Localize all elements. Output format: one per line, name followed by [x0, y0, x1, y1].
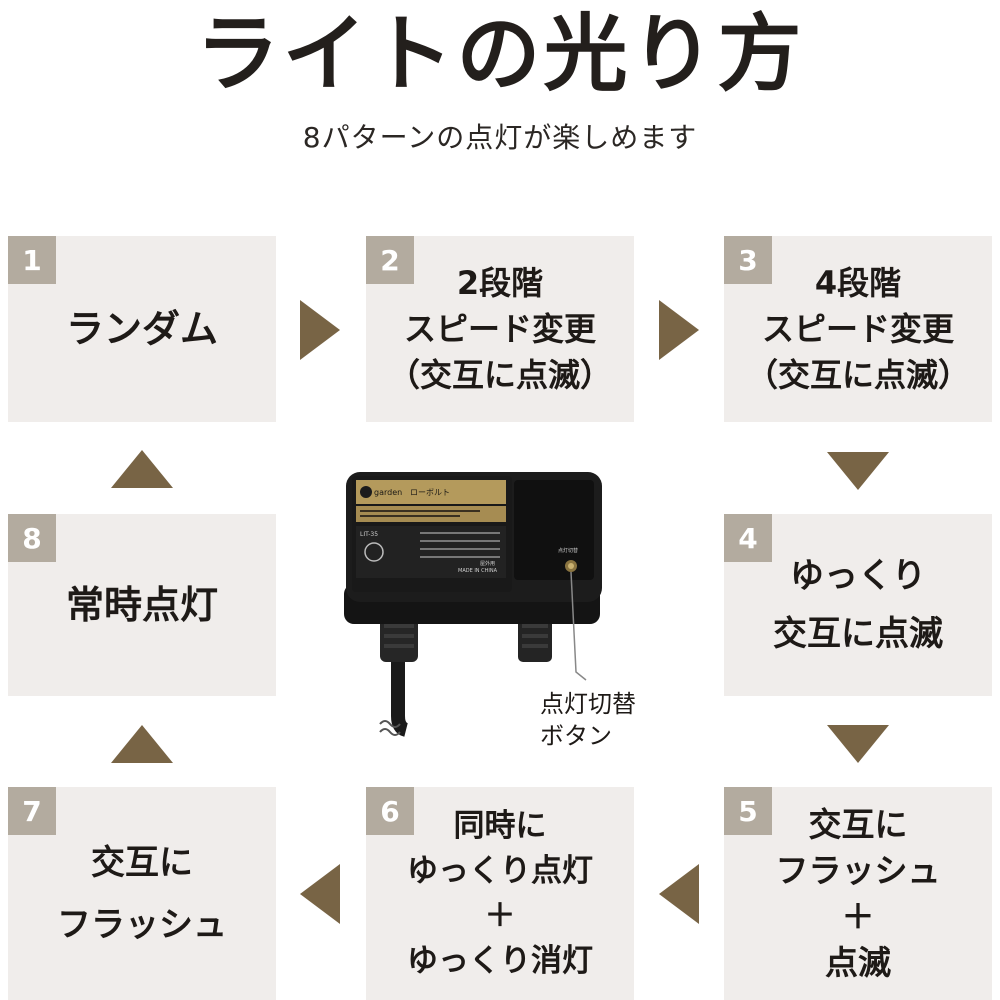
pattern-label-4: ゆっくり 交互に点滅 [773, 556, 943, 654]
arrow-up-icon [111, 450, 173, 488]
pattern-label-7: 交互に フラッシュ [57, 842, 227, 945]
svg-text:garden: garden [374, 488, 402, 497]
arrow-left-icon [659, 864, 699, 924]
svg-text:屋外用: 屋外用 [480, 560, 495, 567]
pattern-number-5: 5 [724, 787, 772, 835]
pattern-number-1: 1 [8, 236, 56, 284]
arrow-right-icon [659, 300, 699, 360]
switch-button-label: 点灯切替 ボタン [540, 690, 636, 750]
pattern-label-1: ランダム [65, 307, 218, 351]
pattern-number-4: 4 [724, 514, 772, 562]
arrow-right-icon [300, 300, 340, 360]
pattern-number-8: 8 [8, 514, 56, 562]
page-title: ライトの光り方 [195, 5, 805, 103]
pattern-label-6: 同時に ゆっくり点灯 ＋ ゆっくり消灯 [407, 807, 593, 979]
pattern-label-8: 常時点灯 [65, 583, 218, 627]
pattern-label-3: 4段階 スピード変更 （交互に点滅） [745, 264, 970, 394]
arrow-down-icon [827, 725, 889, 763]
pattern-box-5: 5 交互に フラッシュ ＋ 点滅 [724, 787, 992, 1000]
pattern-number-6: 6 [366, 787, 414, 835]
pattern-number-7: 7 [8, 787, 56, 835]
controller-device-image: garden ローボルト LIT-35 MADE IN CHINA 屋外用 点灯… [344, 472, 602, 737]
pattern-box-8: 8 常時点灯 [8, 514, 276, 696]
pattern-box-4: 4 ゆっくり 交互に点滅 [724, 514, 992, 696]
page-subtitle: 8パターンの点灯が楽しめます [302, 121, 698, 154]
svg-text:点灯切替: 点灯切替 [558, 547, 578, 554]
pattern-label-2: 2段階 スピード変更 （交互に点滅） [387, 264, 612, 394]
pattern-box-7: 7 交互に フラッシュ [8, 787, 276, 1000]
svg-text:MADE IN CHINA: MADE IN CHINA [458, 568, 498, 574]
arrow-left-icon [300, 864, 340, 924]
pattern-number-3: 3 [724, 236, 772, 284]
svg-text:LIT-35: LIT-35 [360, 531, 378, 538]
pattern-box-6: 6 同時に ゆっくり点灯 ＋ ゆっくり消灯 [366, 787, 634, 1000]
pattern-box-1: 1 ランダム [8, 236, 276, 422]
svg-text:ローボルト: ローボルト [410, 488, 450, 497]
pattern-box-2: 2 2段階 スピード変更 （交互に点滅） [366, 236, 634, 422]
arrow-up-icon [111, 725, 173, 763]
arrow-down-icon [827, 452, 889, 490]
pattern-number-2: 2 [366, 236, 414, 284]
pattern-box-3: 3 4段階 スピード変更 （交互に点滅） [724, 236, 992, 422]
pattern-label-5: 交互に フラッシュ ＋ 点滅 [775, 804, 941, 982]
